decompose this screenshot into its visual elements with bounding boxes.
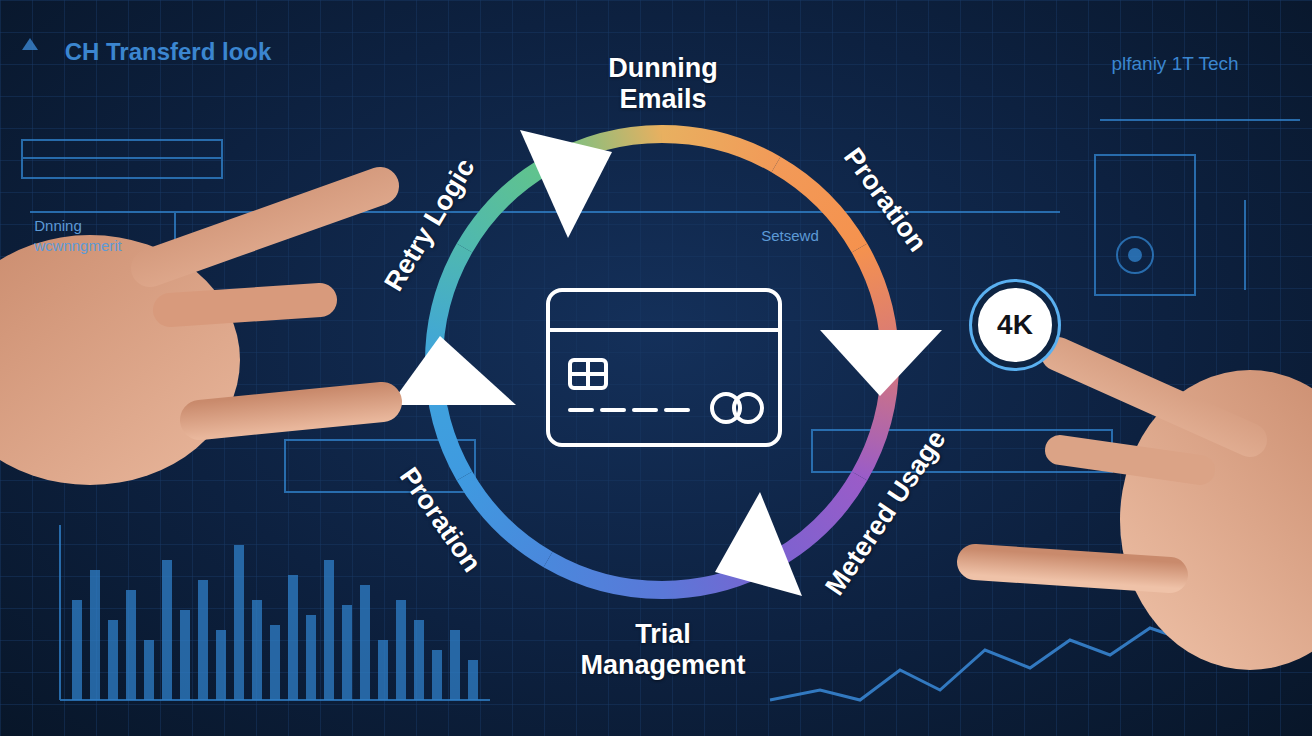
bar-chart: [72, 545, 478, 700]
background-text: wcwnngmerit: [3, 237, 153, 254]
cycle-ring: [434, 134, 890, 590]
background-text: plfaniy 1T Tech: [1065, 53, 1285, 75]
background-text: Setsewd: [740, 227, 840, 244]
credit-card-icon: [548, 290, 780, 445]
badge-text: 4K: [997, 309, 1033, 341]
left-hand: [0, 186, 382, 485]
right-hand: [975, 354, 1312, 670]
resolution-badge: 4K: [972, 282, 1058, 368]
cycle-step-label: Dunning Emails: [588, 53, 738, 115]
background-text: Dnning: [0, 217, 118, 234]
background-text: CH Transferd look: [8, 38, 328, 66]
cycle-step-label: Trial Management: [568, 619, 758, 681]
